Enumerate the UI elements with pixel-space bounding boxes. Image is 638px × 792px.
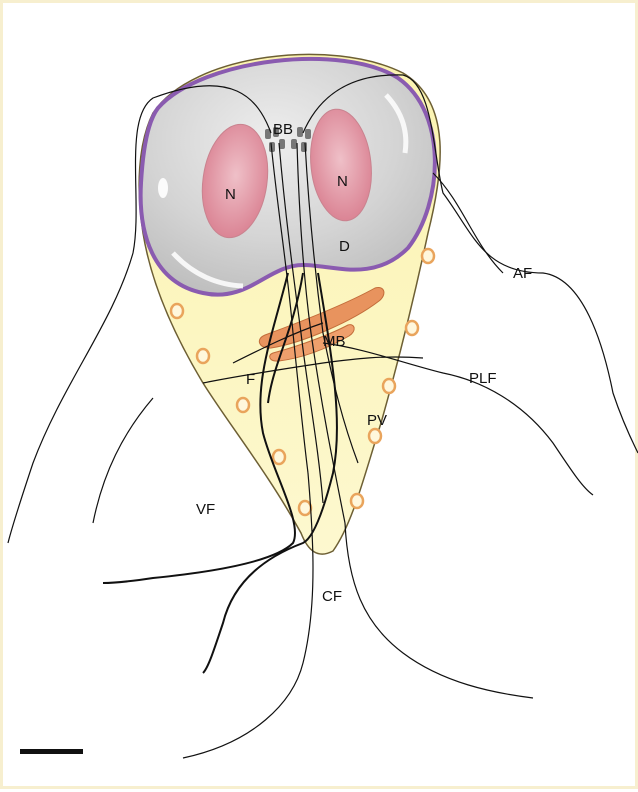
label-disc: D bbox=[339, 238, 350, 255]
label-mb: MB bbox=[323, 333, 346, 350]
disc-highlight bbox=[158, 178, 168, 198]
label-f: F bbox=[246, 371, 255, 388]
scale-bar bbox=[20, 749, 83, 754]
label-vf: VF bbox=[196, 501, 215, 518]
giardia-trophozoite-diagram: BB N N D AF MB PLF F PV VF CF bbox=[3, 3, 638, 792]
label-bb: BB bbox=[273, 121, 293, 138]
label-nucleus-left: N bbox=[225, 186, 236, 203]
label-af: AF bbox=[513, 265, 532, 282]
label-cf: CF bbox=[322, 588, 342, 605]
label-plf: PLF bbox=[469, 370, 497, 387]
ventral-disc bbox=[141, 59, 435, 295]
label-pv: PV bbox=[367, 412, 387, 429]
label-nucleus-right: N bbox=[337, 173, 348, 190]
